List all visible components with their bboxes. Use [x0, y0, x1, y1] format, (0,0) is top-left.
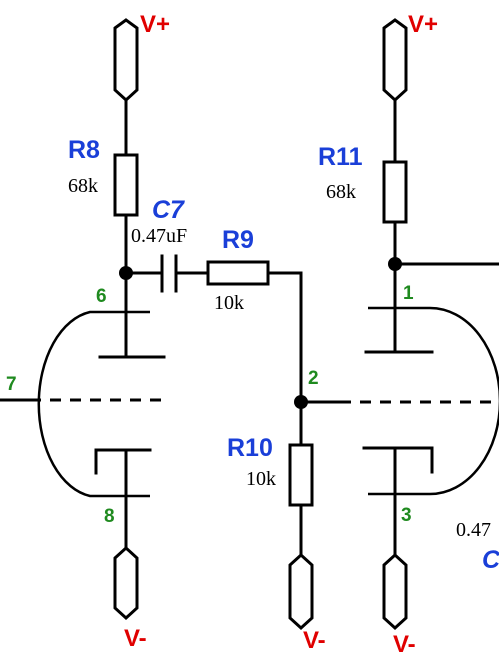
r8-value-label: 68k: [68, 175, 98, 197]
r11-value-label: 68k: [326, 181, 356, 203]
junction-grid2: [294, 395, 308, 409]
triode-left-envelope: [37, 310, 150, 498]
r8-ref-label: R8: [68, 136, 100, 164]
left-cathode-electrode: [94, 448, 152, 475]
pin-6-label: 6: [96, 286, 107, 307]
wire-r9-grid2: [266, 271, 303, 404]
r9-value-label: 10k: [214, 292, 244, 314]
junction-plate1: [388, 257, 402, 271]
vplus-arrow-left: [113, 18, 139, 103]
vplus-arrow-right: [382, 18, 408, 103]
vminus-arrow-right: [382, 552, 408, 631]
pin-7-label: 7: [6, 374, 17, 395]
vminus-label-left: V-: [124, 625, 147, 652]
resistor-r11: [382, 160, 408, 224]
pin-8-label: 8: [104, 506, 115, 527]
r10-value-label: 10k: [246, 468, 276, 490]
pin-3-label: 3: [401, 505, 412, 526]
resistor-r9: [206, 260, 270, 286]
right-cathode-supply: V-: [382, 552, 416, 658]
triode-left: 6 7 8: [0, 286, 166, 550]
vminus-label-right: V-: [393, 631, 416, 658]
c-right-value-label: 0.47: [456, 519, 491, 541]
resistor-r8: [113, 153, 139, 217]
vminus-label-middle: V-: [303, 627, 326, 654]
c7-ref-label: C7: [152, 196, 185, 224]
right-edge-capacitor: 0.47 C: [456, 519, 499, 574]
vminus-arrow-left: [113, 545, 139, 621]
grid-bias-network: R10 10k V- 2: [227, 368, 342, 654]
r9-ref-label: R9: [222, 226, 254, 254]
junction-plate6: [119, 266, 133, 280]
left-cathode-supply: V-: [113, 545, 147, 652]
vplus-label-right: V+: [408, 11, 438, 38]
vminus-arrow-middle: [288, 552, 314, 631]
triode-right-envelope: [368, 306, 499, 496]
vplus-label-left: V+: [140, 11, 170, 38]
right-plate-supply: V+ R11 68k: [318, 11, 499, 354]
r10-ref-label: R10: [227, 434, 273, 462]
coupling-network: C7 0.47uF R9 10k: [124, 196, 303, 404]
left-plate-supply: V+ R8 68k: [68, 11, 170, 359]
c7-value-label: 0.47uF: [131, 225, 187, 247]
r11-ref-label: R11: [318, 143, 363, 171]
resistor-r10: [288, 443, 314, 507]
triode-right: 1 3: [340, 283, 499, 557]
c-right-ref-label: C: [482, 546, 499, 574]
pin-2-label: 2: [308, 368, 319, 389]
right-cathode-electrode: [362, 446, 434, 474]
pin-1-label: 1: [403, 283, 414, 304]
